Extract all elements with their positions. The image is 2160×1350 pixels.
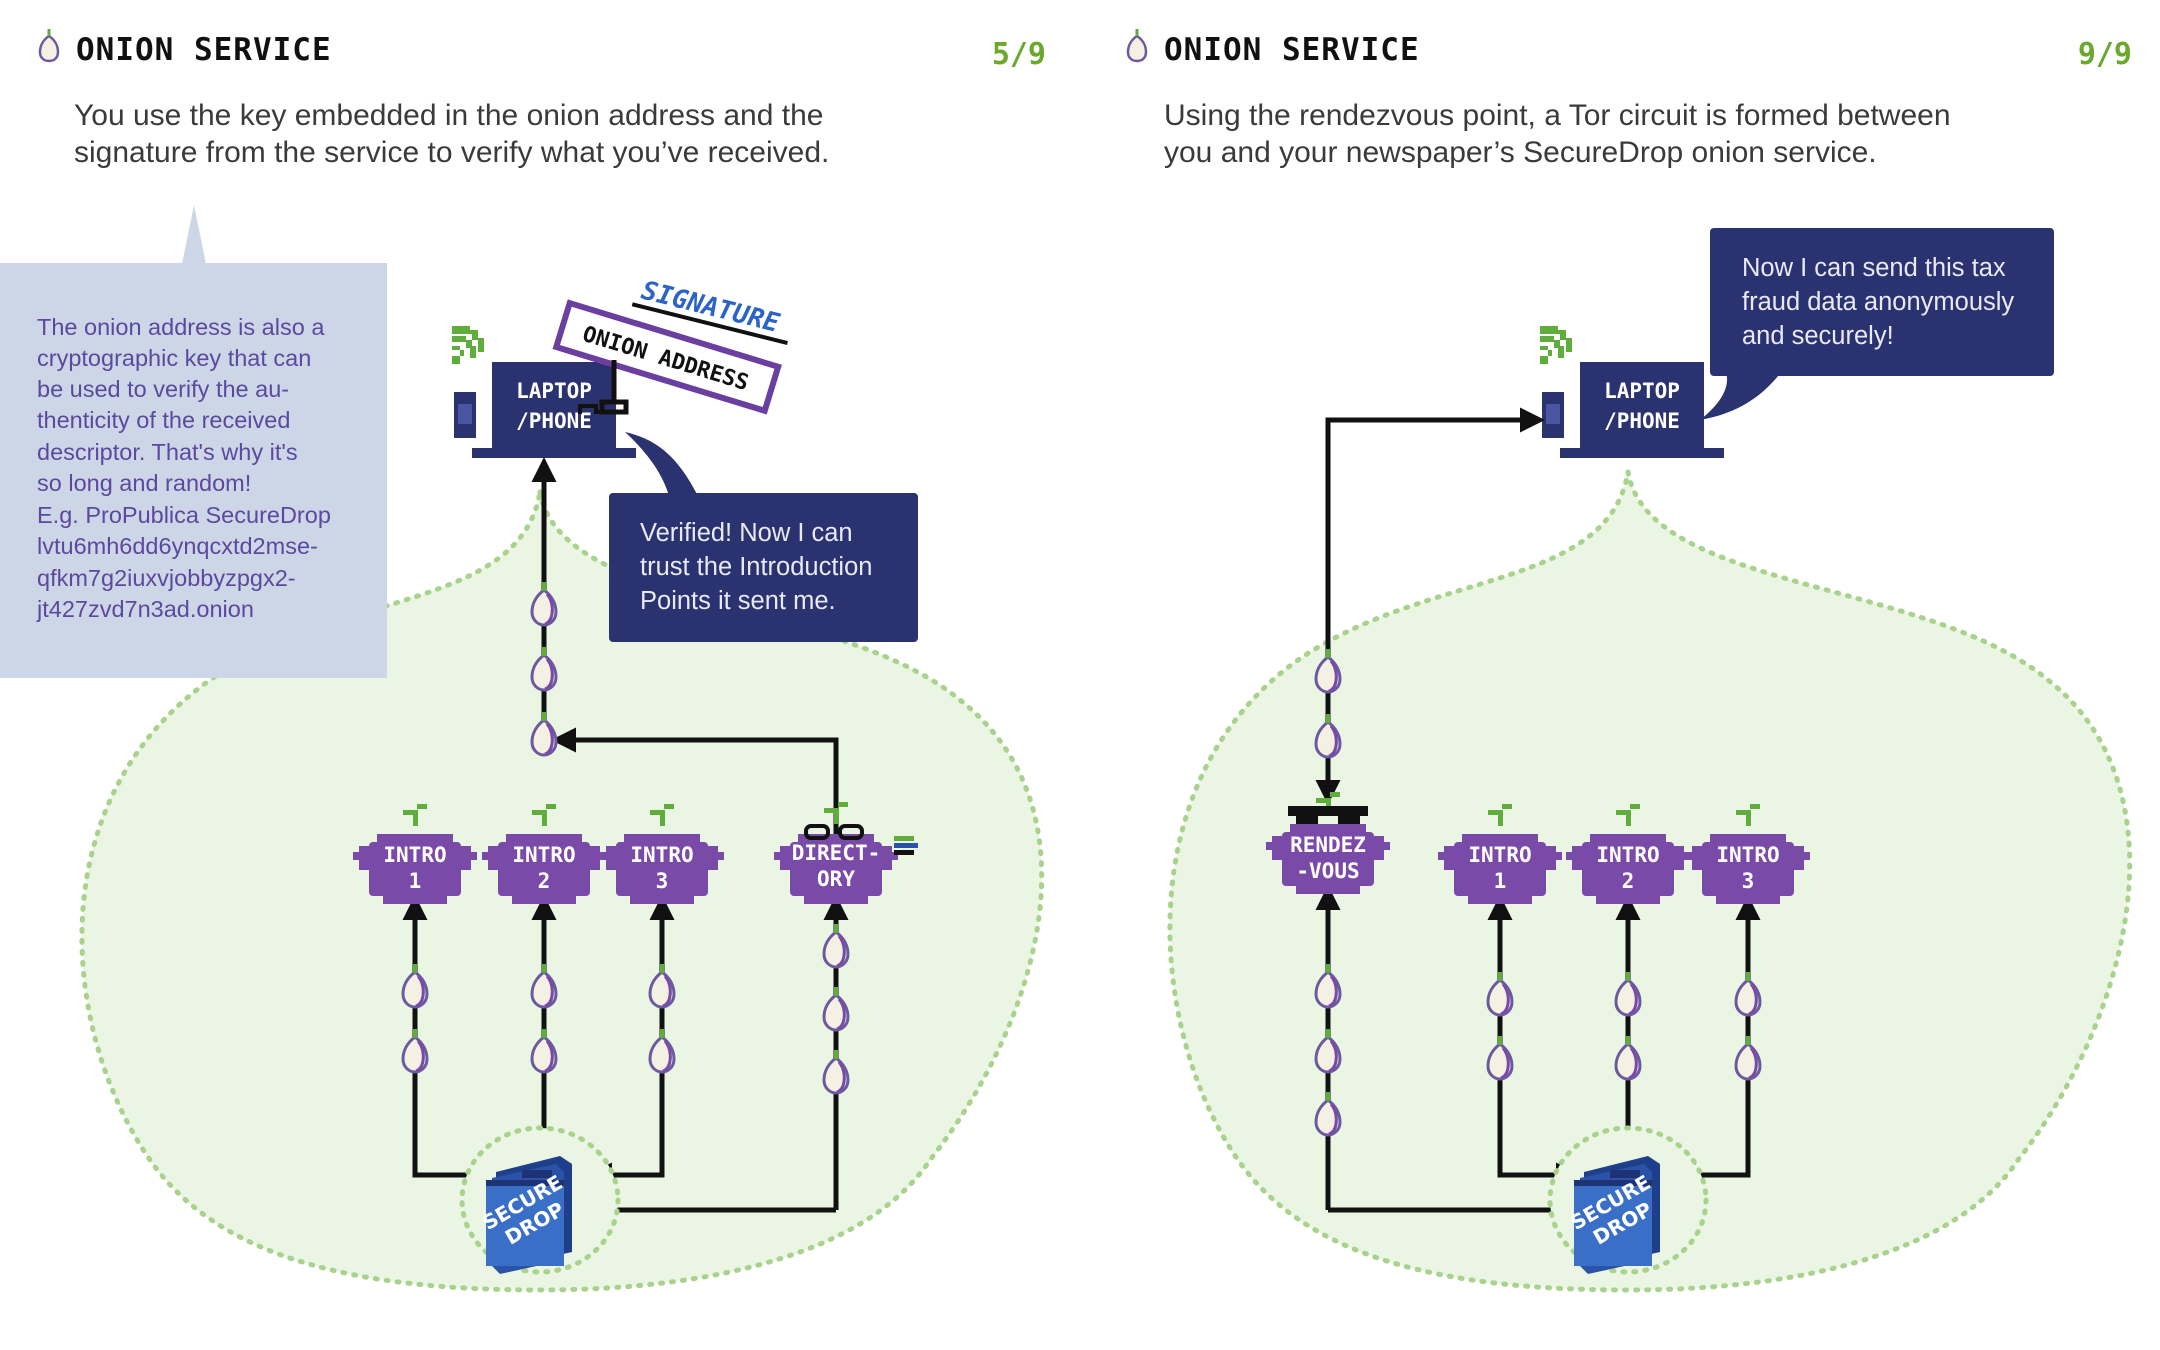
- laptop-label: /PHONE: [1604, 409, 1680, 433]
- bubble-line: Points it sent me.: [640, 587, 836, 615]
- svg-text:INTRO: INTRO: [1596, 843, 1659, 867]
- bubble-line: fraud data anonymously: [1742, 288, 2014, 316]
- svg-text:3: 3: [1742, 869, 1755, 893]
- page-number: 9/9: [2078, 37, 2132, 72]
- securedrop-service: SECURE DROP: [459, 1125, 621, 1275]
- panel-title: ONION SERVICE: [76, 32, 332, 68]
- svg-text:1: 1: [409, 869, 422, 893]
- intro-point-2: INTRO 2: [482, 804, 606, 904]
- note-line: cryptographic key that can: [37, 345, 311, 371]
- bubble-line: Now I can send this tax: [1742, 254, 2006, 282]
- svg-text:3: 3: [656, 869, 669, 893]
- send-data-bubble: Now I can send this tax fraud data anony…: [1700, 228, 2054, 420]
- bubble-line: and securely!: [1742, 322, 1894, 350]
- verified-bubble: Verified! Now I can trust the Introducti…: [609, 432, 918, 642]
- securedrop-service: SECURE DROP: [1547, 1125, 1709, 1275]
- panel-title: ONION SERVICE: [1164, 32, 1420, 68]
- note-line: lvtu6mh6dd6ynqcxtd2mse-: [37, 533, 318, 559]
- bubble-line: trust the Introduction: [640, 553, 872, 581]
- svg-text:INTRO: INTRO: [1716, 843, 1779, 867]
- intro-point-2: INTRO 2: [1566, 804, 1690, 904]
- svg-text:1: 1: [1494, 869, 1507, 893]
- description-line-1: Using the rendezvous point, a Tor circui…: [1164, 99, 1951, 132]
- note-line: so long and random!: [37, 470, 251, 496]
- onion-icon: [38, 29, 60, 63]
- panel-right: ONION SERVICE 9/9 Using the rendezvous p…: [1126, 29, 2133, 1293]
- wifi-icon: [452, 326, 484, 364]
- svg-text:-VOUS: -VOUS: [1296, 859, 1359, 883]
- laptop-label: LAPTOP: [1604, 379, 1680, 403]
- svg-text:2: 2: [538, 869, 551, 893]
- note-line: qfkm7g2iuxvjobbyzpgx2-: [37, 565, 296, 591]
- rendezvous-point: RENDEZ -VOUS: [1266, 792, 1390, 894]
- svg-text:INTRO: INTRO: [383, 843, 446, 867]
- description-line-2: signature from the service to verify wha…: [74, 136, 829, 169]
- onion-address-note: The onion address is also a cryptographi…: [0, 205, 387, 678]
- note-line: descriptor. That's why it's: [37, 439, 298, 465]
- note-line: E.g. ProPublica SecureDrop: [37, 502, 331, 528]
- note-line: thenticity of the received: [37, 407, 290, 433]
- svg-text:2: 2: [1622, 869, 1635, 893]
- svg-text:INTRO: INTRO: [512, 843, 575, 867]
- svg-text:DIRECT-: DIRECT-: [792, 841, 881, 865]
- svg-text:RENDEZ: RENDEZ: [1290, 833, 1366, 857]
- intro-point-3: INTRO 3: [1686, 804, 1810, 904]
- intro-point-3: INTRO 3: [600, 804, 724, 904]
- page-number: 5/9: [992, 37, 1046, 72]
- svg-text:ORY: ORY: [817, 867, 855, 891]
- svg-text:INTRO: INTRO: [630, 843, 693, 867]
- svg-text:INTRO: INTRO: [1468, 843, 1531, 867]
- onion-icon: [1126, 29, 1148, 63]
- description-line-1: You use the key embedded in the onion ad…: [74, 99, 823, 132]
- wifi-icon: [1540, 326, 1572, 364]
- laptop-phone: LAPTOP /PHONE: [1542, 362, 1724, 458]
- note-line: be used to verify the au-: [37, 376, 289, 402]
- laptop-phone: LAPTOP /PHONE: [454, 362, 636, 458]
- intro-point-1: INTRO 1: [353, 804, 477, 904]
- description-line-2: you and your newspaper’s SecureDrop onio…: [1164, 136, 1877, 169]
- bubble-line: Verified! Now I can: [640, 519, 853, 547]
- directory-node: DIRECT- ORY: [774, 802, 918, 904]
- note-line: jt427zvd7n3ad.onion: [36, 596, 254, 622]
- panel-left: ONION SERVICE 5/9 You use the key embedd…: [0, 29, 1046, 1293]
- intro-point-1: INTRO 1: [1438, 804, 1562, 904]
- note-line: The onion address is also a: [37, 314, 325, 340]
- laptop-label: LAPTOP: [516, 379, 592, 403]
